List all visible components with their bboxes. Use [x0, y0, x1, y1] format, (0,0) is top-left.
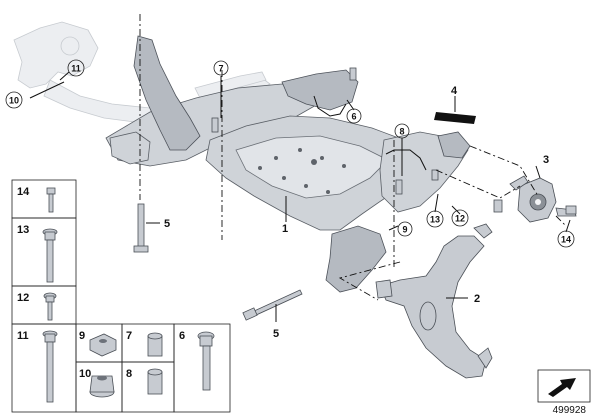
svg-text:3: 3 [543, 154, 549, 166]
svg-text:12: 12 [455, 214, 465, 224]
legend-label-9: 9 [79, 330, 85, 342]
svg-text:7: 7 [218, 64, 223, 74]
small-bolts-on-frame [211, 67, 577, 215]
legend-bolt-14 [46, 187, 56, 213]
callout-13: 13 [426, 210, 444, 228]
svg-text:8: 8 [399, 127, 404, 137]
legend-flange-nut-10 [89, 375, 115, 398]
callout-11: 11 [67, 59, 85, 77]
bolt-long-diagonal [242, 289, 303, 321]
legend-label-6: 6 [179, 330, 185, 342]
legend-label-11: 11 [17, 330, 29, 342]
svg-text:5: 5 [164, 218, 170, 230]
legend-label-10: 10 [79, 368, 91, 380]
callout-14: 14 [557, 230, 575, 248]
svg-text:2: 2 [474, 293, 480, 305]
svg-text:4: 4 [451, 85, 458, 97]
callout-8: 8 [394, 123, 410, 139]
callout-1: 1 [282, 223, 288, 235]
rubber-mount [509, 175, 577, 223]
callout-3: 3 [543, 154, 549, 166]
view-direction-symbol [537, 369, 591, 403]
svg-text:9: 9 [402, 225, 407, 235]
callout-5-diagonal-bolt: 5 [273, 328, 279, 340]
front-axle-subframe [105, 35, 471, 293]
callout-7: 7 [213, 60, 229, 76]
legend-label-14: 14 [17, 186, 30, 198]
callout-2: 2 [474, 293, 480, 305]
callout-6: 6 [346, 108, 362, 124]
wishbone-control-arm [375, 223, 493, 379]
callout-4: 4 [451, 85, 458, 97]
legend-bolt-12 [43, 292, 57, 321]
legend-sleeve-7 [147, 332, 163, 357]
legend-bolt-11 [42, 330, 58, 403]
legend-label-12: 12 [17, 292, 29, 304]
legend-label-7: 7 [126, 330, 132, 342]
svg-text:14: 14 [561, 235, 571, 245]
callout-5-vertical-bolt: 5 [164, 218, 170, 230]
callout-9: 9 [397, 221, 413, 237]
legend-bolt-13 [42, 228, 58, 283]
callout-10: 10 [5, 91, 23, 109]
ghost-steering-knuckle [13, 21, 271, 125]
callout-12: 12 [451, 209, 469, 227]
parts-legend: 14 13 12 11 9 7 6 10 8 [11, 179, 231, 413]
leader-lines [29, 71, 571, 322]
svg-text:1: 1 [282, 223, 288, 235]
svg-text:6: 6 [351, 112, 356, 122]
bolt-long-vertical [133, 203, 149, 253]
shield-pad [434, 112, 476, 124]
svg-text:11: 11 [71, 64, 81, 74]
legend-bolt-6 [197, 331, 215, 391]
legend-threaded-sleeve-8 [147, 368, 163, 395]
legend-label-13: 13 [17, 224, 29, 236]
svg-text:13: 13 [430, 215, 440, 225]
svg-text:5: 5 [273, 328, 279, 340]
svg-text:10: 10 [9, 96, 19, 106]
assembly-lines [139, 14, 567, 301]
legend-square-nut-9 [89, 333, 117, 357]
legend-label-8: 8 [126, 368, 132, 380]
diagram-reference-number: 499928 [553, 405, 587, 416]
